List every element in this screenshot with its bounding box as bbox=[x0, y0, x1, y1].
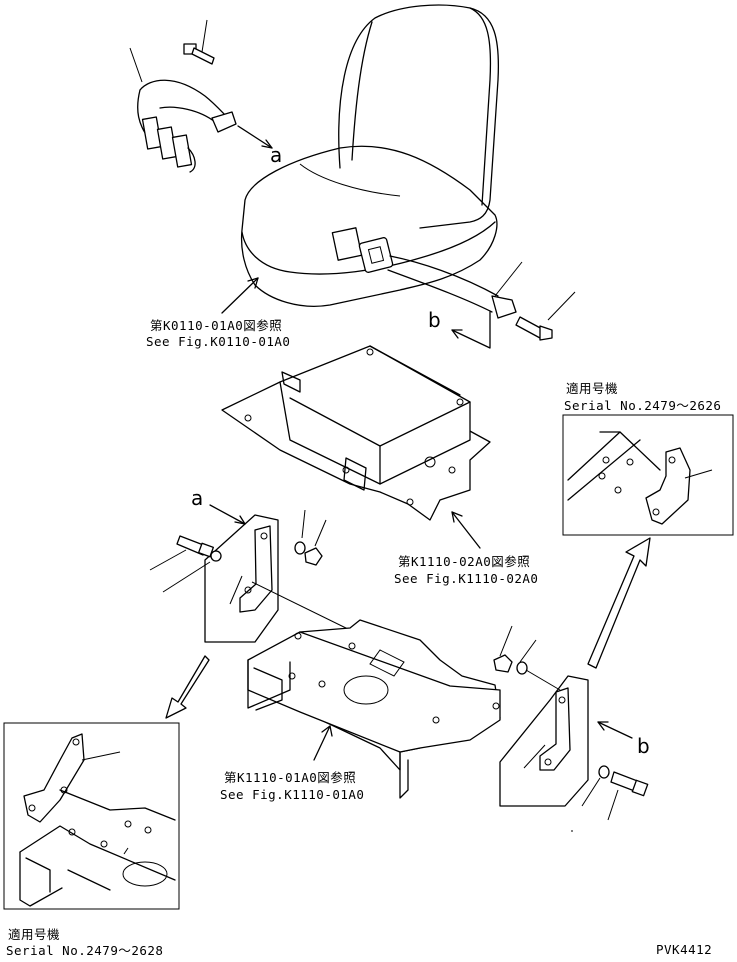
applicable-left-en: Serial No.2479～2628 bbox=[6, 943, 164, 958]
console-ref-jp: 第K1110-02A0図参照 bbox=[398, 554, 531, 569]
seat-belt bbox=[129, 47, 237, 173]
seat-ref-jp: 第K0110-01A0図参照 bbox=[150, 318, 283, 333]
callout-a-top: a bbox=[270, 143, 283, 167]
drawing-code: PVK4412 bbox=[656, 942, 713, 957]
seat-ref-en: See Fig.K0110-01A0 bbox=[146, 334, 291, 349]
callout-a-mid: a bbox=[191, 486, 204, 510]
inset-right bbox=[562, 414, 734, 536]
applicable-right-jp: 適用号機 bbox=[566, 381, 619, 396]
console-box bbox=[221, 345, 491, 521]
console-ref-en: See Fig.K1110-02A0 bbox=[394, 571, 539, 586]
inset-left bbox=[3, 722, 180, 910]
frame-ref-en: See Fig.K1110-01A0 bbox=[220, 787, 365, 802]
frame-ref-jp: 第K1110-01A0図参照 bbox=[224, 770, 357, 785]
applicable-left-jp: 適用号機 bbox=[8, 927, 61, 942]
bolt-top-left bbox=[183, 19, 215, 65]
bolt-top-right bbox=[515, 291, 576, 341]
main-frame bbox=[247, 619, 501, 799]
callout-b-right: b bbox=[637, 734, 650, 758]
applicable-right-en: Serial No.2479～2626 bbox=[564, 398, 722, 413]
seat bbox=[240, 4, 523, 349]
right-bracket-group bbox=[493, 625, 649, 832]
callout-b-top: b bbox=[428, 308, 441, 332]
left-bracket-group bbox=[149, 504, 351, 643]
